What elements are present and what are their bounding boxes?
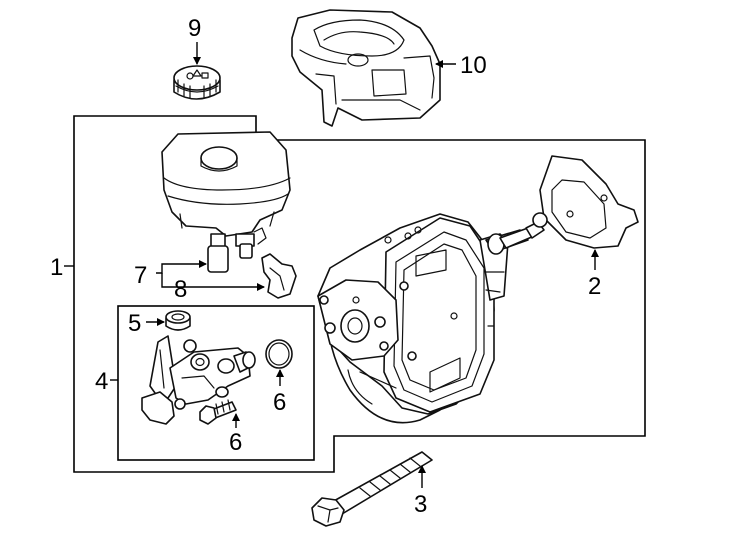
fluid-reservoir-part: [161, 131, 291, 273]
leader-7: [156, 260, 207, 274]
leader-7b: [161, 273, 265, 291]
callout-9: 9: [188, 15, 201, 42]
callout-10: 10: [460, 52, 487, 79]
grommet-part: [165, 310, 191, 331]
master-cylinder-part: [141, 335, 256, 425]
brake-booster-part: [317, 212, 548, 424]
callout-2: 2: [588, 273, 601, 300]
callout-5: 5: [128, 310, 141, 337]
callout-1: 1: [50, 254, 63, 281]
callout-4: 4: [95, 368, 108, 395]
callout-8: 8: [174, 276, 187, 303]
callout-7: 7: [134, 262, 147, 289]
master-cylinder-frame: [117, 305, 315, 461]
o-ring-part: [265, 339, 293, 369]
assembly-frame: [73, 115, 646, 473]
reservoir-cap-part: [173, 65, 221, 100]
mounting-bolt-part: [311, 451, 433, 527]
small-bolt-part: [199, 399, 237, 425]
booster-cover-part: [291, 9, 441, 127]
callout-6-oring: 6: [273, 389, 286, 416]
elbow-fitting-part: [261, 253, 297, 299]
callout-3: 3: [414, 491, 427, 518]
gasket-part: [539, 155, 639, 249]
callout-6-bolt: 6: [229, 429, 242, 456]
